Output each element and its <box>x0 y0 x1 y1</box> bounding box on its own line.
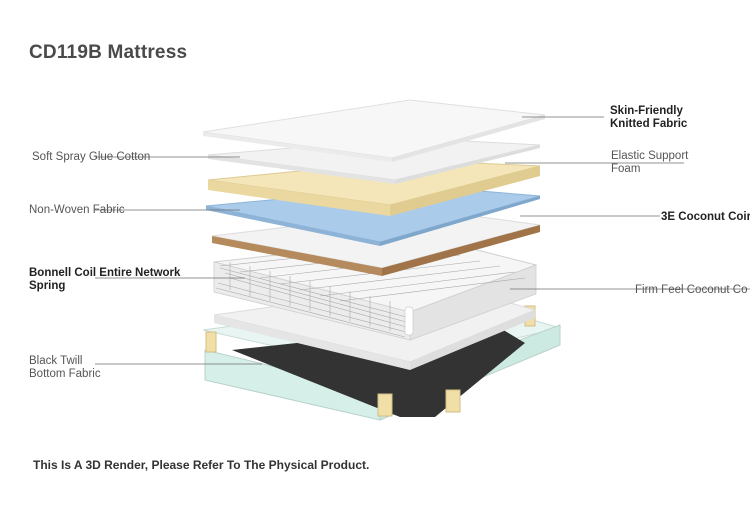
label-black-twill-line1: Black Twill <box>29 355 83 367</box>
leader-lines <box>95 116 750 365</box>
label-black-twill-line2: Bottom Fabric <box>29 368 101 380</box>
label-3e-coconut-coir: 3E Coconut Coir <box>661 211 750 223</box>
knitted-fabric-layer <box>202 99 546 162</box>
label-bonnell-line2: Spring <box>29 280 66 292</box>
label-elastic-support-foam: Elastic Support Foam <box>611 150 688 176</box>
label-firm-feel-coconut: Firm Feel Coconut Co <box>635 284 748 296</box>
label-skin-friendly-line1: Skin-Friendly <box>610 105 683 117</box>
label-non-woven-fabric: Non-Woven Fabric <box>29 204 125 216</box>
label-skin-friendly-knitted-fabric: Skin-Friendly Knitted Fabric <box>610 105 687 131</box>
label-soft-spray-glue-cotton: Soft Spray Glue Cotton <box>32 151 151 163</box>
render-disclaimer: This Is A 3D Render, Please Refer To The… <box>33 458 370 472</box>
label-bonnell-line1: Bonnell Coil Entire Network <box>29 267 181 279</box>
label-elastic-support-line2: Foam <box>611 163 641 175</box>
label-skin-friendly-line2: Knitted Fabric <box>610 118 688 130</box>
label-black-twill-bottom-fabric: Black Twill Bottom Fabric <box>29 355 101 381</box>
label-bonnell-coil-spring: Bonnell Coil Entire Network Spring <box>29 267 180 293</box>
page-title: CD119B Mattress <box>29 42 188 63</box>
label-elastic-support-line1: Elastic Support <box>611 150 689 162</box>
